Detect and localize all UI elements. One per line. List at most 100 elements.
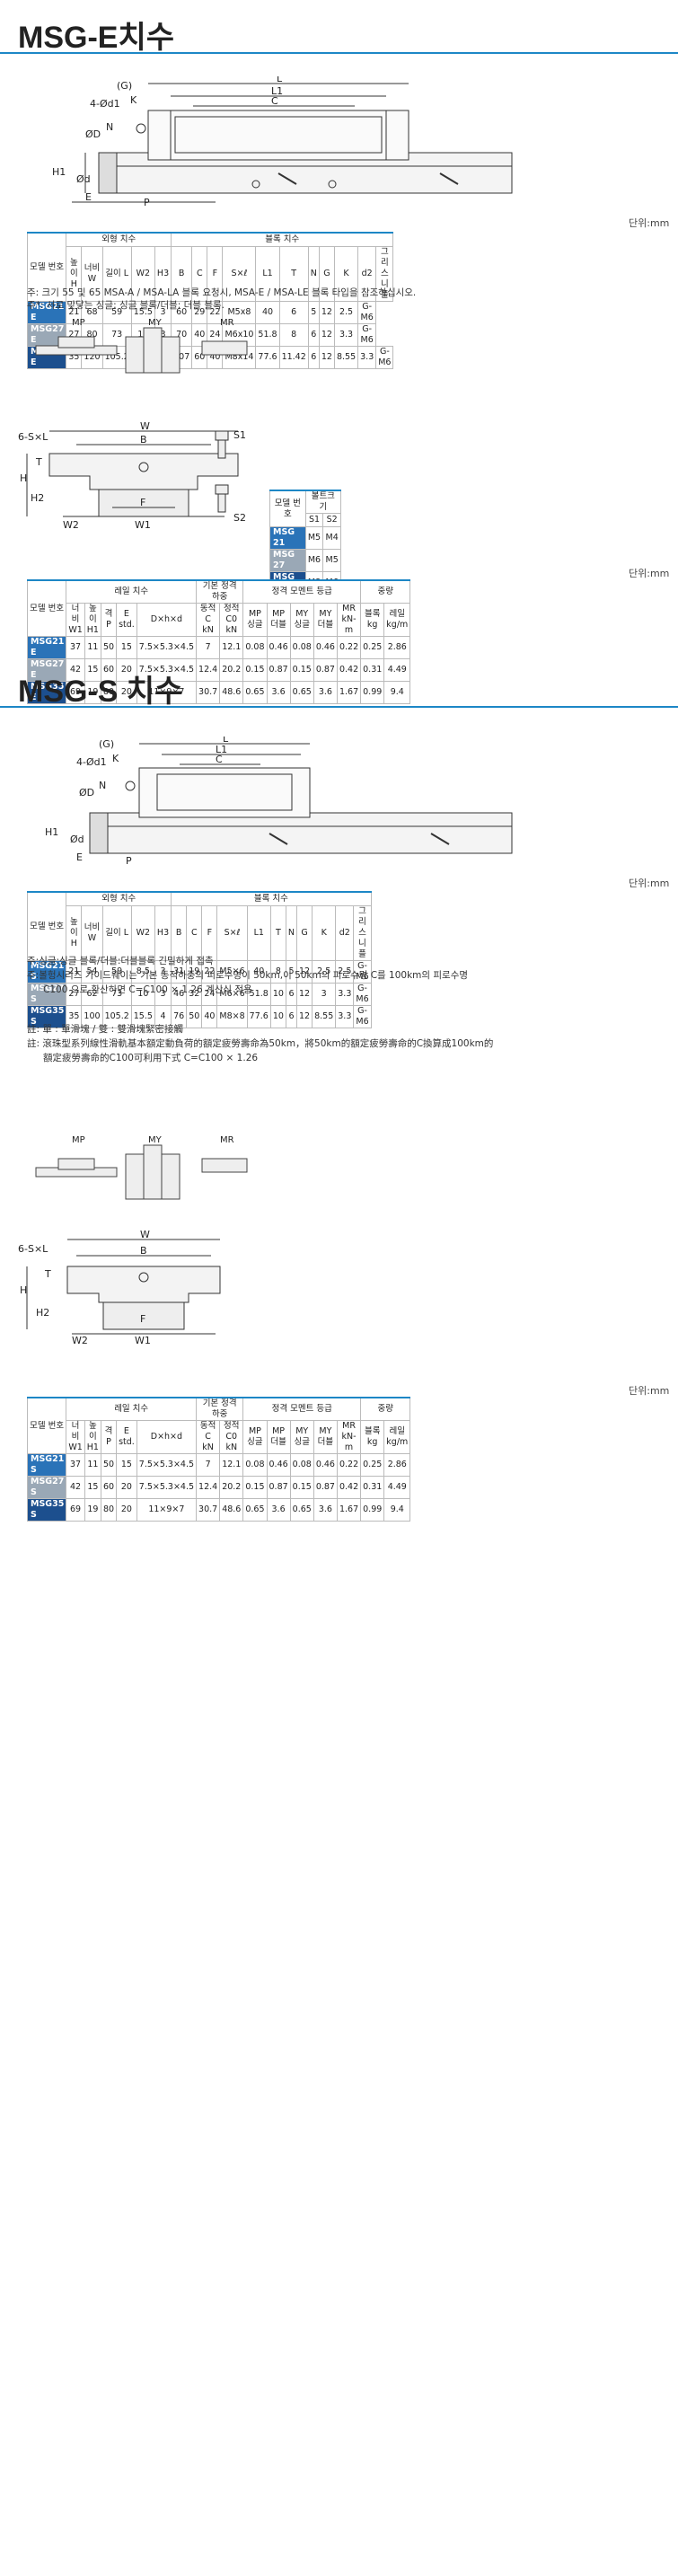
column-header: 너비 W bbox=[81, 905, 103, 961]
outer-dim-header: 외형 치수 bbox=[66, 891, 172, 906]
column-header: 격 P bbox=[100, 603, 118, 637]
table-cell: 5 bbox=[285, 960, 298, 984]
table-cell: 11 bbox=[84, 636, 101, 659]
note-s-3: C100 으로 환산하면 C=C100 × 1.26 계산식 적용 bbox=[43, 984, 252, 995]
table-cell: 1.67 bbox=[336, 1498, 362, 1522]
table-cell: 20 bbox=[116, 1476, 137, 1499]
table-cell: 12.4 bbox=[196, 658, 221, 682]
model-cell: MSG21 E bbox=[26, 636, 67, 659]
column-header: H3 bbox=[154, 246, 172, 302]
bolt-cell: M5 bbox=[304, 526, 324, 550]
dim-p: P bbox=[144, 197, 150, 207]
table-cell: 73 bbox=[101, 983, 132, 1006]
dim-od-small: Ød bbox=[70, 834, 84, 845]
column-header: 높이 H1 bbox=[84, 1420, 101, 1454]
rail-section-drawing-e: W B 6-S×L T H H2 F W2 W1 bbox=[18, 422, 239, 531]
table-cell: 3 bbox=[312, 983, 337, 1006]
table-cell: 105.2 bbox=[101, 1005, 132, 1028]
column-header: 격 P bbox=[100, 1420, 118, 1454]
table-cell: 6 bbox=[307, 346, 320, 369]
table-cell: 60 bbox=[100, 1476, 118, 1499]
table-cell: 0.15 bbox=[289, 658, 314, 682]
bolt-model: MSG 27 bbox=[269, 549, 306, 572]
block-dim-header: 블록 치수 bbox=[171, 891, 372, 906]
table-cell: 4.49 bbox=[383, 658, 411, 682]
bolt-model-header: 모델 번호 bbox=[269, 490, 306, 527]
table-cell: 12.1 bbox=[219, 1453, 244, 1477]
table-cell: 48.6 bbox=[219, 681, 244, 704]
column-header: D×h×d bbox=[136, 1420, 198, 1454]
table-cell: 0.65 bbox=[289, 681, 314, 704]
table-cell: 1.67 bbox=[336, 681, 362, 704]
moment-header: 정격 모멘트 등급 bbox=[242, 579, 362, 604]
model-cell: MSG21 S bbox=[26, 1453, 67, 1477]
column-header: 그리스 니플 bbox=[375, 246, 394, 302]
table-cell: 3.3 bbox=[335, 1005, 355, 1028]
table-cell: 2.5 bbox=[333, 301, 359, 324]
label-f: F bbox=[140, 497, 145, 508]
column-header: MY 싱글 bbox=[289, 1420, 314, 1454]
label-t: T bbox=[35, 456, 42, 468]
table-cell: 11.42 bbox=[278, 346, 309, 369]
table-cell: 8.55 bbox=[333, 346, 359, 369]
table-cell: 0.46 bbox=[266, 1453, 291, 1477]
dim-l: L bbox=[277, 76, 283, 84]
side-view-drawing-s: L L1 C (G) K 4-Ød1 N ØD H1 Ød E P bbox=[45, 737, 513, 867]
table-cell: G-M6 bbox=[357, 323, 377, 347]
table-cell: 15 bbox=[84, 1476, 101, 1499]
moment-header: 정격 모멘트 등급 bbox=[242, 1397, 362, 1421]
table-cell: 37 bbox=[66, 636, 85, 659]
moment-icons-e: MP MY MR bbox=[35, 318, 248, 374]
table-cell: 40 bbox=[255, 301, 280, 324]
unit-label-3: 단위:mm bbox=[629, 878, 670, 889]
table-cell: 0.31 bbox=[360, 658, 385, 682]
table-cell: 12 bbox=[318, 301, 335, 324]
table-cell: 51.8 bbox=[246, 983, 271, 1006]
table-cell: 73 bbox=[101, 323, 132, 347]
table-cell: 7.5×5.3×4.5 bbox=[136, 1476, 198, 1499]
label-w: W bbox=[140, 1231, 150, 1240]
dim-od: ØD bbox=[85, 128, 101, 140]
column-header: MP 더블 bbox=[266, 603, 291, 637]
dim-l: L bbox=[223, 737, 229, 745]
label-my: MY bbox=[148, 318, 163, 328]
weight-header: 중량 bbox=[360, 579, 411, 604]
model-cell: MSG27 S bbox=[26, 1476, 67, 1499]
table-cell: 54 bbox=[81, 960, 103, 984]
table-cell: 20 bbox=[116, 1498, 137, 1522]
unit-label-4: 단위:mm bbox=[629, 1385, 670, 1397]
label-w2: W2 bbox=[63, 519, 79, 531]
bolt-cell: M4 bbox=[322, 526, 341, 550]
table-cell: 3.6 bbox=[266, 681, 291, 704]
model-header: 모델 번호 bbox=[26, 579, 67, 637]
column-header: L1 bbox=[246, 905, 271, 961]
table-cell: 0.08 bbox=[289, 636, 314, 659]
weight-header: 중량 bbox=[360, 1397, 411, 1421]
column-header: 높이 H bbox=[66, 246, 83, 302]
table-cell: 5 bbox=[307, 301, 320, 324]
column-header: 높이 H bbox=[66, 905, 83, 961]
rail-dim-header: 레일 치수 bbox=[66, 1397, 198, 1421]
model-header: 모델 번호 bbox=[26, 1397, 67, 1454]
note-cn-3: 額定疲勞壽命的C100可利用下式 C=C100 × 1.26 bbox=[43, 1053, 259, 1063]
table-cell: 20.2 bbox=[219, 658, 244, 682]
table-cell: 10 bbox=[269, 983, 286, 1006]
model-header: 모델 번호 bbox=[26, 232, 67, 302]
load-header: 기본 정격 하중 bbox=[196, 1397, 244, 1421]
table-cell: 8 bbox=[278, 323, 309, 347]
table-cell: 12.1 bbox=[219, 636, 244, 659]
table-cell: 15.5 bbox=[130, 1005, 155, 1028]
title-rule bbox=[0, 52, 678, 54]
table-cell: 7 bbox=[196, 1453, 221, 1477]
table-cell: 11×9×7 bbox=[136, 1498, 198, 1522]
table-cell: 3.3 bbox=[333, 323, 359, 347]
label-b: B bbox=[140, 434, 147, 446]
table-cell: 0.65 bbox=[242, 1498, 268, 1522]
table-cell: 6 bbox=[278, 301, 309, 324]
table-cell: 0.25 bbox=[360, 1453, 385, 1477]
bolt-cell: M5 bbox=[322, 549, 341, 572]
